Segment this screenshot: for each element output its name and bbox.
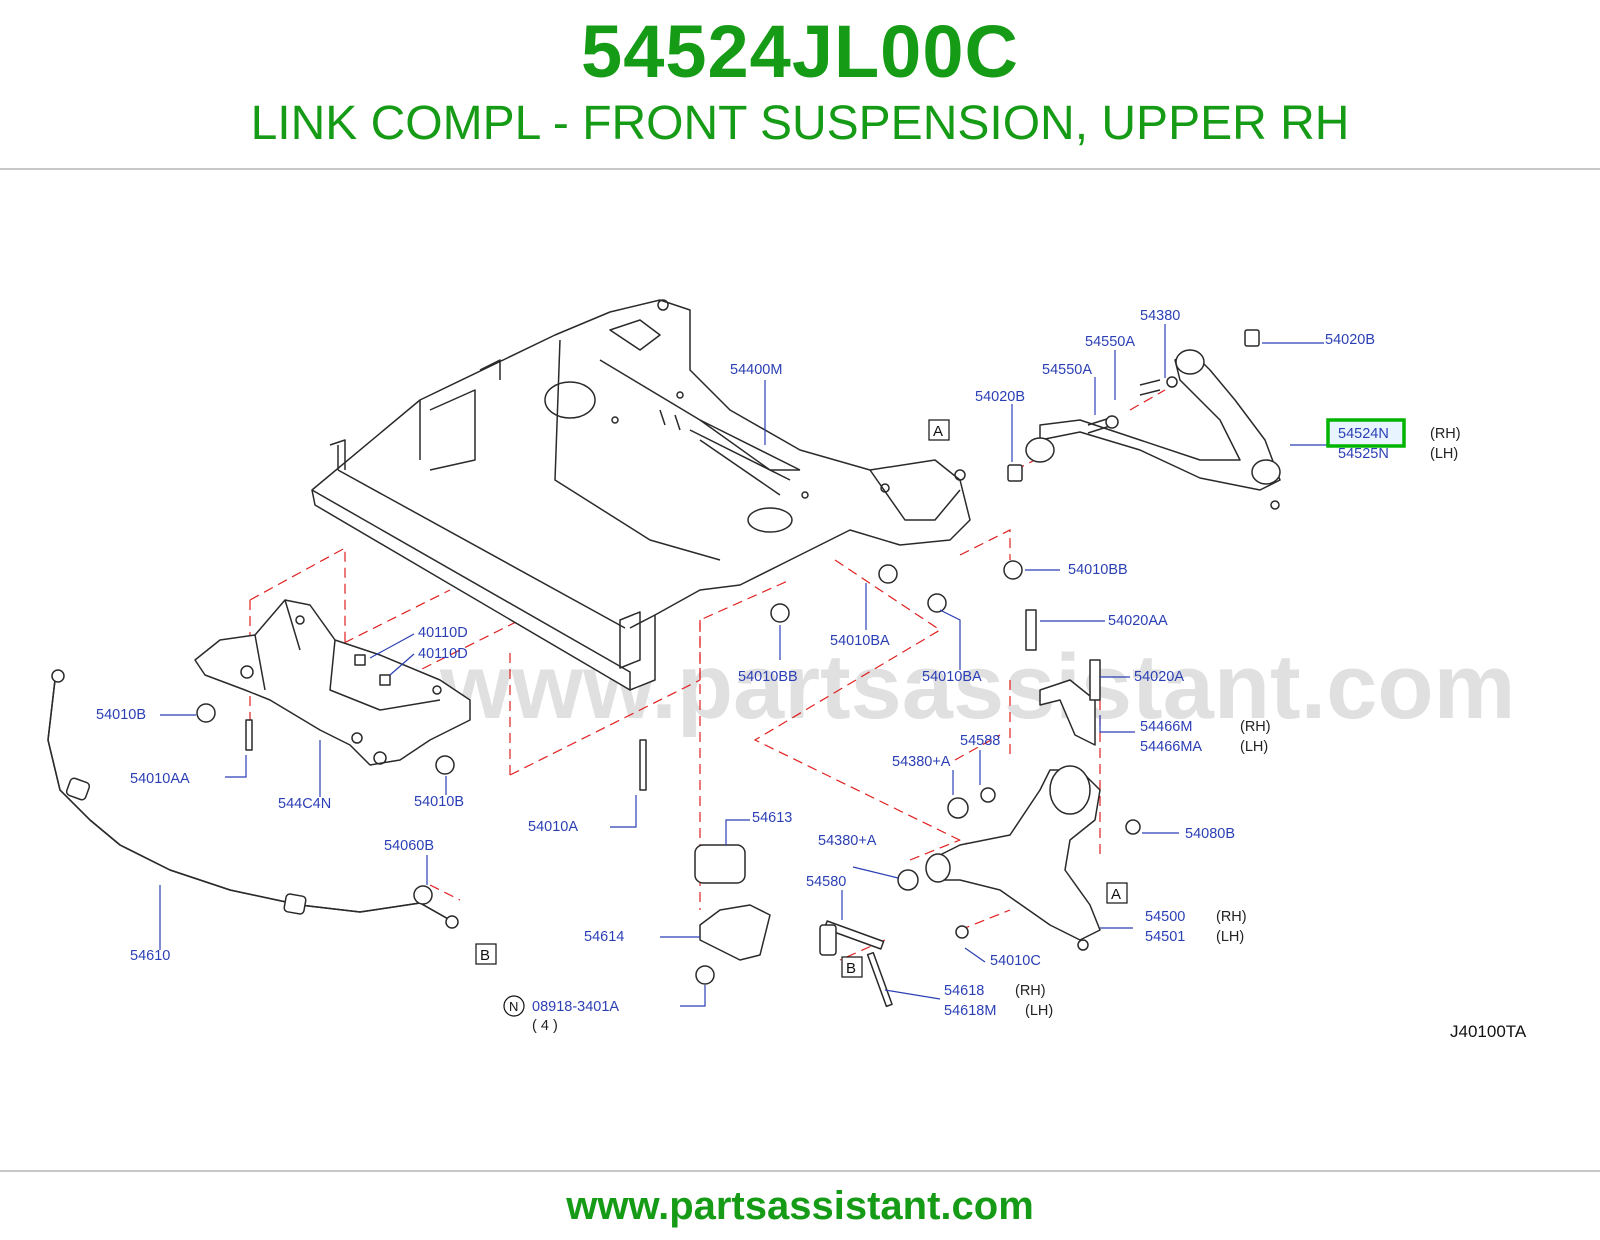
label-54501[interactable]: 54501 [1145,929,1185,945]
exploded-view-svg: www.partsassistant.com [47,299,1527,1041]
label-54525N[interactable]: 54525N [1338,446,1389,462]
label-54010BB-center[interactable]: 54010BB [738,669,798,685]
parts-diagram: www.partsassistant.com [0,172,1600,1170]
label-54010BA-2[interactable]: 54010BA [922,669,982,685]
footer-divider [0,1170,1600,1172]
crossmember-54400M [311,299,971,691]
part-number-title: 54524JL00C [581,10,1019,93]
label-544C4N[interactable]: 544C4N [278,796,331,812]
label-54610[interactable]: 54610 [130,948,170,964]
ref-box-a-top [928,419,950,441]
ref-box-a-bottom [1106,882,1128,904]
label-08918-3401A[interactable]: 08918-3401A [532,999,619,1015]
footer-site-link[interactable]: www.partsassistant.com [566,1184,1034,1228]
label-54010C[interactable]: 54010C [990,953,1041,969]
ref-circle-n [503,995,525,1017]
label-54010B-left[interactable]: 54010B [96,707,146,723]
label-54580[interactable]: 54580 [806,874,846,890]
header-divider [0,168,1600,170]
label-54010BB-right[interactable]: 54010BB [1068,562,1128,578]
ref-a-top: A [933,423,943,440]
ref-b-center: B [846,960,856,977]
side-lh-54466MA: (LH) [1240,739,1268,755]
ref-b-left: B [480,947,490,964]
label-54524N[interactable]: 54524N [1338,426,1389,442]
ref-n: N [509,999,518,1014]
label-54588[interactable]: 54588 [960,733,1000,749]
label-54020B-top[interactable]: 54020B [1325,332,1375,348]
label-54010AA[interactable]: 54010AA [130,771,190,787]
reference-markers: A A B B N [475,419,1128,1017]
fasteners [196,560,1101,1008]
side-lh-54618M: (LH) [1025,1003,1053,1019]
label-54380pA-2[interactable]: 54380+A [818,833,877,849]
label-54613[interactable]: 54613 [752,810,792,826]
page-header: 54524JL00C LINK COMPL - FRONT SUSPENSION… [0,0,1600,170]
label-54500[interactable]: 54500 [1145,909,1185,925]
part-labels: 54400M 54380 54550A 54550A 54020B 54020B… [96,308,1461,1034]
label-40110D-2[interactable]: 40110D [418,646,468,662]
side-rh-54466M: (RH) [1240,719,1271,735]
label-54020B-mid[interactable]: 54020B [975,389,1025,405]
label-54080B[interactable]: 54080B [1185,826,1235,842]
label-40110D-1[interactable]: 40110D [418,625,468,641]
side-rh-54500: (RH) [1216,909,1247,925]
part-description: LINK COMPL - FRONT SUSPENSION, UPPER RH [250,97,1350,150]
side-rh-54524N: (RH) [1430,426,1461,442]
label-54466MA[interactable]: 54466MA [1140,739,1202,755]
label-54550A-2[interactable]: 54550A [1042,362,1092,378]
label-54618[interactable]: 54618 [944,983,984,999]
label-54010B-bottom[interactable]: 54010B [414,794,464,810]
label-54020AA[interactable]: 54020AA [1108,613,1168,629]
label-54010A[interactable]: 54010A [528,819,578,835]
stabilizer-bar-54610 [47,669,459,929]
label-quantity: ( 4 ) [532,1018,558,1034]
ref-box-b-center [841,956,863,978]
label-54618M[interactable]: 54618M [944,1003,996,1019]
label-54400M[interactable]: 54400M [730,362,782,378]
label-54614[interactable]: 54614 [584,929,624,945]
side-rh-54618: (RH) [1015,983,1046,999]
label-54550A-1[interactable]: 54550A [1085,334,1135,350]
label-54466M[interactable]: 54466M [1140,719,1192,735]
upper-link-54524N [1007,329,1281,510]
selected-part-highlight [1326,418,1406,448]
label-54380pA-1[interactable]: 54380+A [892,754,951,770]
ref-box-b-left [475,943,497,965]
side-lh-54525N: (LH) [1430,446,1458,462]
diagram-code: J40100TA [1450,1022,1527,1041]
subframe-544C4N [194,599,471,766]
ref-a-bottom: A [1111,886,1121,903]
label-54060B[interactable]: 54060B [384,838,434,854]
label-54010BA-1[interactable]: 54010BA [830,633,890,649]
side-lh-54501: (LH) [1216,929,1244,945]
label-54380[interactable]: 54380 [1140,308,1180,324]
lower-link-54500 [897,679,1141,951]
label-54020A[interactable]: 54020A [1134,669,1184,685]
